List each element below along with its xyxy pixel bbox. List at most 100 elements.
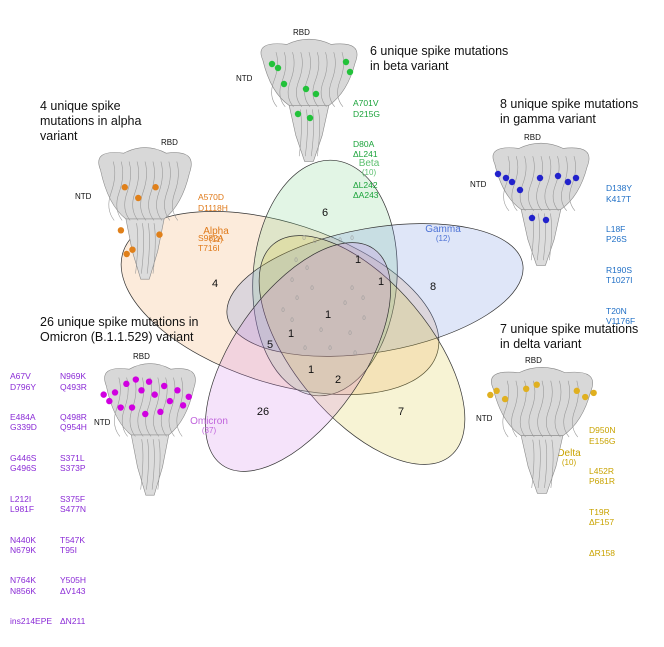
set-name-omicron: Omicron	[190, 416, 228, 427]
region-gamma-side: 1	[378, 276, 384, 288]
region-all: 1	[325, 309, 331, 321]
beta-rbd-label: RBD	[293, 28, 310, 37]
zero-count: 0	[290, 318, 294, 324]
spike-helix	[108, 161, 116, 221]
spike-helix	[296, 52, 303, 107]
mutation-site	[542, 216, 550, 224]
spike-helix	[312, 52, 320, 107]
spike-helix	[329, 52, 336, 107]
mutation-site	[156, 231, 163, 238]
venn-diagram: Alpha (11) Beta (10) Gamma (12) Delta (1…	[120, 158, 581, 472]
mutation-site	[533, 381, 540, 388]
mutation-site	[312, 90, 320, 98]
mutation-site	[111, 389, 119, 396]
mutation-site	[174, 387, 181, 394]
spike-helix	[146, 439, 149, 490]
spike-helix	[549, 213, 552, 261]
spike-helix	[137, 377, 145, 437]
spike-helix	[279, 52, 287, 107]
mutation-site	[501, 395, 509, 403]
spike-helix	[304, 52, 311, 107]
mutation-site	[179, 402, 187, 409]
spike-helix	[132, 161, 139, 221]
mutation-site	[166, 397, 174, 405]
region-gamma-only: 8	[430, 281, 436, 293]
mutation-site	[135, 194, 142, 202]
spike-helix	[320, 52, 328, 107]
region-omicron-only: 26	[257, 406, 269, 418]
spike-helix	[156, 161, 163, 221]
region-alpha-only: 4	[212, 278, 218, 290]
spike-helix	[311, 109, 314, 157]
spike-helix	[287, 52, 295, 107]
region-beta-only: 6	[322, 207, 328, 219]
set-count-delta: (10)	[562, 458, 577, 467]
mutation-site	[129, 246, 136, 253]
region-omicron-lower: 1	[308, 364, 314, 376]
mutation-site	[280, 80, 288, 88]
alpha-rbd-label: RBD	[161, 138, 178, 147]
ellipse-delta	[258, 235, 466, 465]
mutation-site	[106, 397, 113, 405]
spike-helix	[544, 156, 552, 211]
omicron-rbd-label: RBD	[133, 352, 150, 361]
spike-helix	[528, 380, 536, 438]
mutation-site	[152, 184, 159, 191]
zero-count: 0	[353, 351, 357, 357]
spike-helix	[528, 156, 535, 211]
spike-helix	[561, 156, 568, 211]
mutation-site	[516, 186, 524, 194]
zero-count: 0	[328, 346, 332, 352]
mutation-site	[536, 174, 544, 182]
spike-stalk	[288, 105, 330, 162]
spike-helix	[531, 439, 535, 488]
set-count-omicron: (37)	[202, 426, 217, 435]
spike-helix	[546, 380, 553, 438]
mutation-site	[145, 378, 153, 385]
spike-helix	[140, 161, 147, 221]
zero-count: 0	[319, 328, 323, 334]
spike-helix	[544, 439, 548, 488]
zero-count: 0	[313, 239, 317, 245]
ellipse-gamma	[226, 223, 524, 357]
delta-spike-structure	[487, 367, 597, 494]
omicron-spike-structure	[100, 363, 196, 496]
figure: Alpha (11) Beta (10) Gamma (12) Delta (1…	[10, 28, 639, 626]
spike-stalk	[130, 434, 170, 496]
zero-count: 0	[338, 238, 342, 244]
mutation-site	[185, 393, 192, 400]
mutation-site	[564, 178, 572, 186]
mutation-site	[346, 68, 354, 76]
spike-stalk	[520, 209, 562, 266]
set-count-gamma: (12)	[436, 234, 451, 243]
mutation-site	[123, 380, 130, 388]
zero-count: 0	[294, 258, 298, 264]
zero-count: 0	[303, 346, 307, 352]
mutation-site	[342, 58, 350, 66]
mutation-site	[528, 214, 536, 222]
beta-spike-structure	[260, 38, 358, 162]
spike-helix	[536, 213, 540, 261]
mutation-site	[302, 85, 310, 93]
mutation-site	[121, 184, 128, 191]
ellipse-omicron	[205, 242, 391, 472]
mutation-site	[160, 382, 168, 390]
spike-helix	[114, 377, 121, 437]
mutation-site	[494, 170, 502, 178]
spike-helix	[172, 161, 179, 221]
set-name-delta: Delta	[557, 448, 581, 459]
spike-helix	[519, 156, 527, 211]
spike-helix	[503, 156, 510, 211]
mutation-site	[100, 391, 107, 398]
zero-count: 0	[350, 236, 354, 242]
spike-helix	[502, 380, 510, 438]
region-delta-omicron: 2	[335, 374, 341, 386]
mutation-site	[306, 114, 314, 122]
beta-ntd-label: NTD	[236, 74, 253, 83]
spike-helix	[537, 439, 541, 488]
spike-helix	[271, 52, 278, 107]
spike-helix	[536, 156, 543, 211]
